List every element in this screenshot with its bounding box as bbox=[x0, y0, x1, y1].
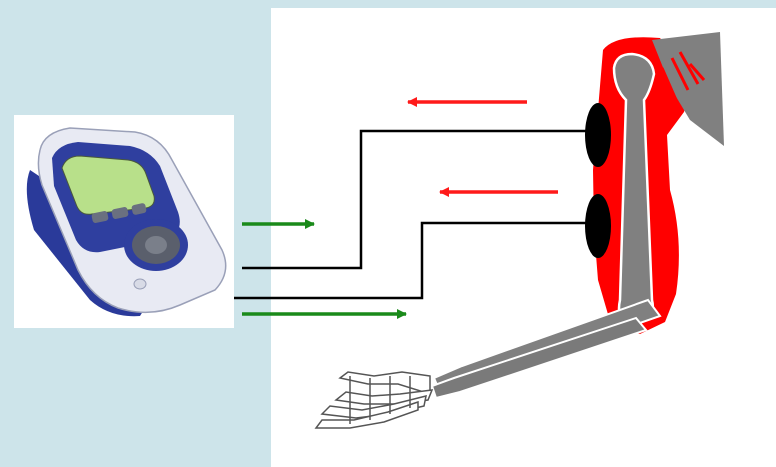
humerus-bone bbox=[612, 52, 656, 324]
hand-bones bbox=[314, 371, 434, 429]
upper-electrode bbox=[585, 103, 611, 167]
lower-wire bbox=[234, 221, 592, 300]
shoulder-tendons bbox=[660, 51, 706, 101]
forearm-bones bbox=[430, 298, 662, 400]
lower-electrode bbox=[585, 194, 611, 258]
upper-wire bbox=[242, 129, 592, 270]
stimulator-device-icon bbox=[26, 127, 227, 317]
